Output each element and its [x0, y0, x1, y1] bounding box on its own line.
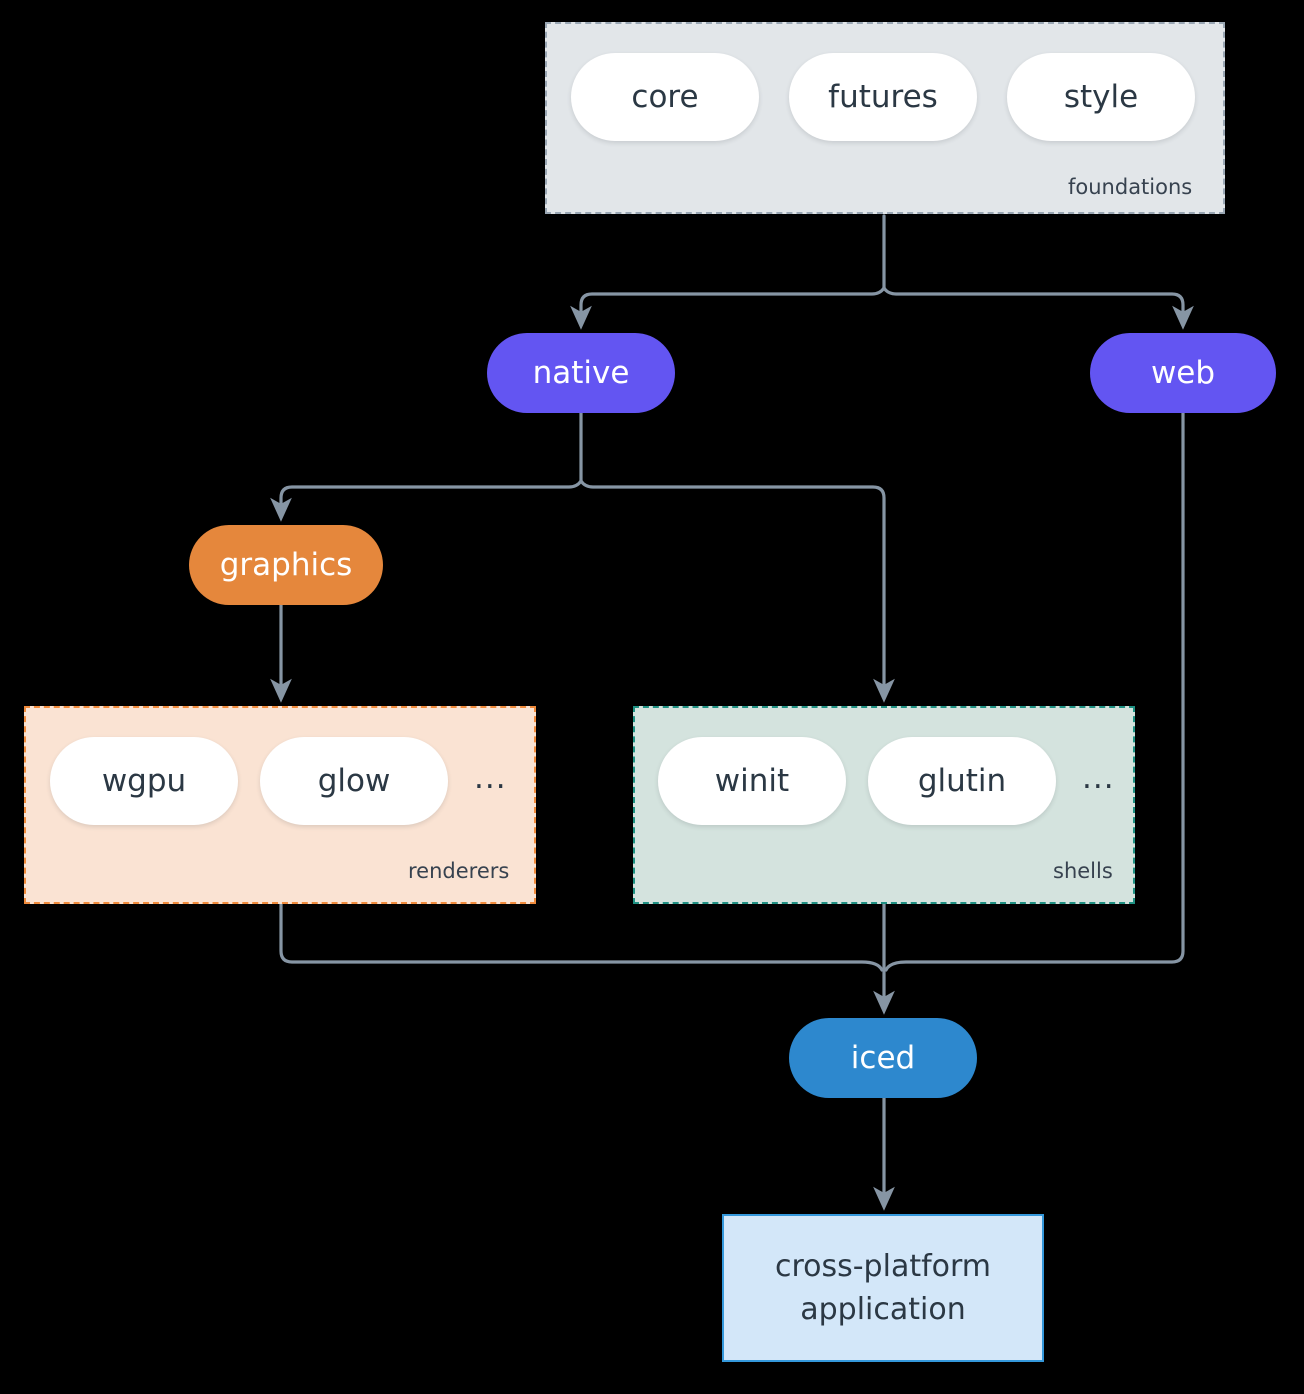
edge-native-graphics: [270, 479, 583, 522]
cluster-shells-label: shells: [1053, 859, 1113, 883]
node-cross-platform-application[interactable]: cross-platform application: [722, 1214, 1044, 1362]
cluster-foundations-items: core futures style: [571, 53, 1195, 141]
pill-glutin[interactable]: glutin: [868, 737, 1056, 825]
node-graphics[interactable]: graphics: [189, 525, 383, 605]
edge-foundations-web: [882, 286, 1194, 330]
cluster-renderers-label: renderers: [408, 859, 510, 883]
renderers-ellipsis: ...: [474, 759, 507, 796]
edge-foundations-native: [570, 286, 886, 330]
pill-style[interactable]: style: [1007, 53, 1195, 141]
node-web[interactable]: web: [1090, 333, 1276, 413]
application-line-1: cross-platform: [774, 1248, 992, 1284]
pill-futures[interactable]: futures: [789, 53, 977, 141]
edge-renderers-iced: [279, 902, 884, 972]
edge-native-shells: [579, 479, 895, 703]
node-iced[interactable]: iced: [789, 1018, 977, 1098]
pill-glow[interactable]: glow: [260, 737, 448, 825]
pill-wgpu[interactable]: wgpu: [50, 737, 238, 825]
pill-core[interactable]: core: [571, 53, 759, 141]
cluster-foundations-label: foundations: [1068, 175, 1193, 199]
cluster-renderers-items: wgpu glow ...: [50, 737, 517, 825]
cluster-shells-items: winit glutin ...: [658, 737, 1125, 825]
shells-ellipsis: ...: [1082, 759, 1115, 796]
application-line-2: application: [800, 1292, 966, 1327]
node-native[interactable]: native: [487, 333, 675, 413]
pill-winit[interactable]: winit: [658, 737, 846, 825]
